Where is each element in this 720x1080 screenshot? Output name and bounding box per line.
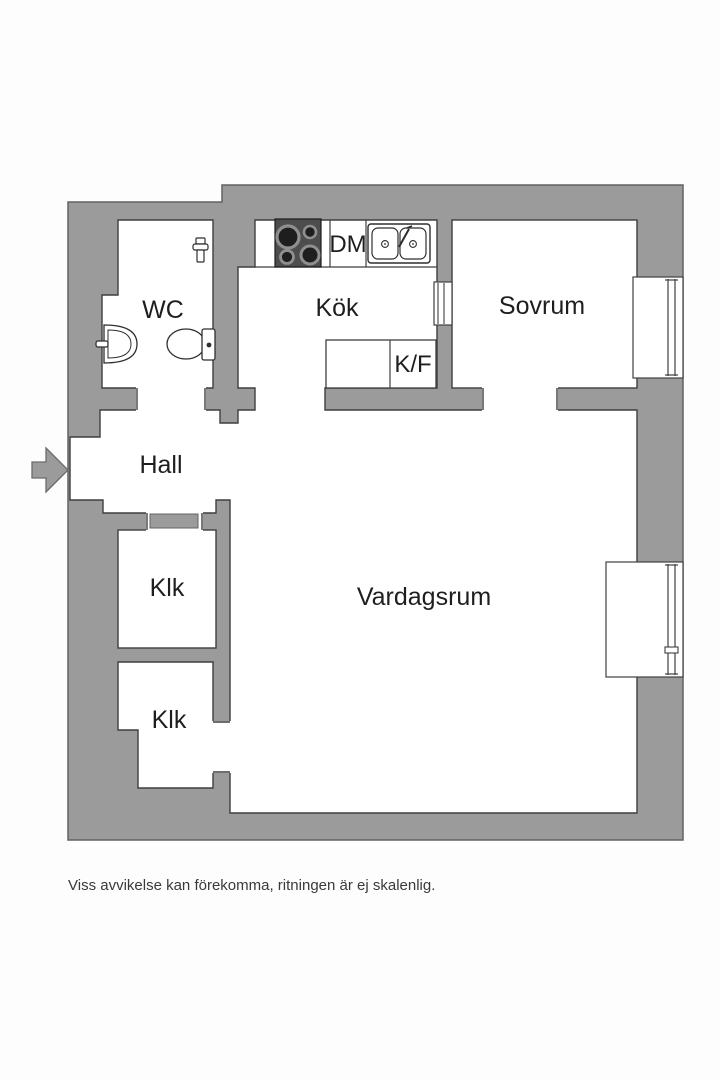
living-room-window bbox=[605, 561, 684, 678]
room-closet-upper bbox=[117, 529, 217, 649]
closet-upper-door-leaf bbox=[149, 513, 199, 529]
door-opening-closet-lower bbox=[211, 721, 232, 773]
kitchen-island bbox=[325, 339, 437, 389]
door-opening-wc bbox=[136, 386, 206, 412]
disclaimer-text: Viss avvikelse kan förekomma, ritningen … bbox=[68, 877, 435, 894]
dishwasher-label: DM bbox=[329, 231, 366, 258]
kitchen-label: Kök bbox=[315, 294, 359, 322]
stove-icon bbox=[274, 218, 322, 268]
entrance-arrow-icon bbox=[31, 446, 69, 494]
shower-mixer-icon bbox=[192, 237, 209, 263]
room-closet-lower bbox=[117, 661, 214, 789]
kitchen-sink-icon bbox=[367, 223, 431, 264]
closet-upper-label: Klk bbox=[150, 574, 185, 602]
door-opening-bedroom bbox=[482, 386, 558, 412]
door-jambs bbox=[136, 388, 558, 773]
closet-lower-label: Klk bbox=[152, 706, 187, 734]
bedroom-window bbox=[632, 276, 684, 379]
hall-label: Hall bbox=[139, 451, 182, 479]
fridge-freezer-label: K/F bbox=[394, 351, 431, 378]
kitchen-bedroom-window bbox=[433, 281, 453, 326]
wc-label: WC bbox=[142, 296, 184, 324]
living-room-label: Vardagsrum bbox=[357, 583, 491, 611]
bedroom-label: Sovrum bbox=[499, 292, 585, 320]
toilet-icon bbox=[166, 328, 216, 361]
wc-sink-icon bbox=[95, 324, 138, 364]
room-kitchen-hall-living bbox=[69, 219, 638, 814]
